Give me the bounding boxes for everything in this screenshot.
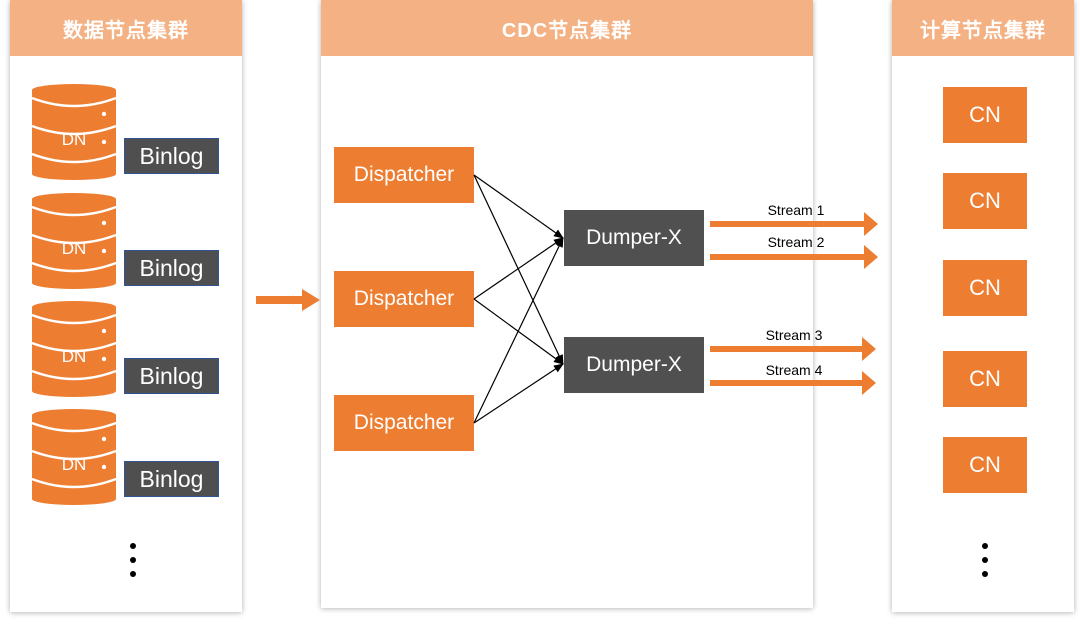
connection-line bbox=[473, 237, 564, 424]
dumper-box: Dumper-X bbox=[564, 210, 704, 266]
more-data-nodes-ellipsis bbox=[130, 543, 136, 585]
connection-line bbox=[473, 174, 564, 239]
connection-line bbox=[473, 363, 564, 424]
binlog-box: Binlog bbox=[124, 138, 219, 174]
compute-node-cluster-header: 计算节点集群 bbox=[892, 0, 1074, 56]
dispatcher-box: Dispatcher bbox=[334, 395, 474, 451]
cdc-node-cluster-panel: CDC节点集群 bbox=[321, 0, 813, 608]
stream-arrow bbox=[710, 245, 878, 269]
compute-node-box: CN bbox=[943, 87, 1027, 143]
data-node-label: DN bbox=[61, 130, 87, 149]
more-compute-nodes-ellipsis bbox=[982, 543, 988, 585]
stream-label: Stream 1 bbox=[768, 202, 825, 218]
data-node-database-icon: DN bbox=[30, 193, 118, 289]
stream-label: Stream 3 bbox=[766, 327, 823, 343]
data-node-database-icon: DN bbox=[30, 84, 118, 180]
compute-node-box: CN bbox=[943, 351, 1027, 407]
data-node-label: DN bbox=[61, 347, 87, 366]
stream-label: Stream 4 bbox=[766, 362, 823, 378]
data-node-database-icon: DN bbox=[30, 301, 118, 397]
binlog-box: Binlog bbox=[124, 250, 219, 286]
cdc-node-cluster-header: CDC节点集群 bbox=[321, 0, 813, 56]
dispatcher-box: Dispatcher bbox=[334, 147, 474, 203]
data-node-database-icon: DN bbox=[30, 409, 118, 505]
dumper-box: Dumper-X bbox=[564, 337, 704, 393]
data-node-label: DN bbox=[61, 239, 87, 258]
compute-node-box: CN bbox=[943, 173, 1027, 229]
stream-arrow bbox=[710, 371, 876, 395]
connection-line bbox=[473, 237, 564, 300]
dispatcher-box: Dispatcher bbox=[334, 271, 474, 327]
data-node-cluster-header: 数据节点集群 bbox=[10, 0, 242, 56]
stream-arrow bbox=[710, 212, 878, 236]
connection-line bbox=[473, 174, 564, 365]
flow-arrow bbox=[256, 289, 320, 311]
stream-label: Stream 2 bbox=[768, 234, 825, 250]
binlog-box: Binlog bbox=[124, 461, 219, 497]
binlog-box: Binlog bbox=[124, 358, 219, 394]
data-node-label: DN bbox=[61, 455, 87, 474]
compute-node-box: CN bbox=[943, 437, 1027, 493]
compute-node-box: CN bbox=[943, 260, 1027, 316]
stream-arrow bbox=[710, 337, 876, 361]
